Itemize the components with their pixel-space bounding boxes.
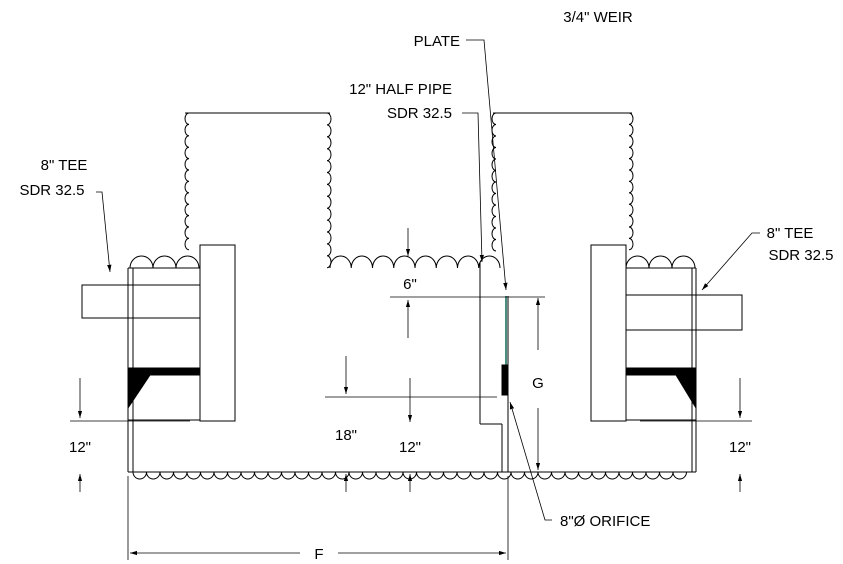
tee-left-label-line1: 8" TEE xyxy=(41,157,88,174)
half-pipe-and-weir xyxy=(479,262,509,472)
dim-12-mid-label: 12" xyxy=(399,439,421,456)
left-tee xyxy=(81,244,236,422)
orifice-label: 8"Ø ORIFICE xyxy=(560,513,650,530)
dim-18-label: 18" xyxy=(335,427,357,444)
dim-6-label: 6" xyxy=(403,276,417,293)
weir-label-line2: PLATE xyxy=(414,33,460,50)
dim-f-label: F xyxy=(314,546,323,563)
dim-12-left-label: 12" xyxy=(69,439,91,456)
right-tee xyxy=(590,244,743,422)
center-riser xyxy=(184,112,501,269)
tee-left-label-line2: SDR 32.5 xyxy=(19,182,84,199)
leaders xyxy=(96,39,760,521)
half-pipe-label-line2: SDR 32.5 xyxy=(387,105,452,122)
right-riser xyxy=(491,112,634,252)
tee-right-label-line2: SDR 32.5 xyxy=(768,247,833,264)
dim-12-right-label: 12" xyxy=(729,439,751,456)
half-pipe-label-line1: 12" HALF PIPE xyxy=(349,81,452,98)
text-labels: 8" TEE SDR 32.5 8" TEE SDR 32.5 12" HALF… xyxy=(19,9,833,563)
dim-g-label: G xyxy=(532,375,544,392)
dimensions xyxy=(70,228,752,560)
weir-label-line1: 3/4" WEIR xyxy=(563,9,633,26)
tee-right-label-line1: 8" TEE xyxy=(767,225,814,242)
